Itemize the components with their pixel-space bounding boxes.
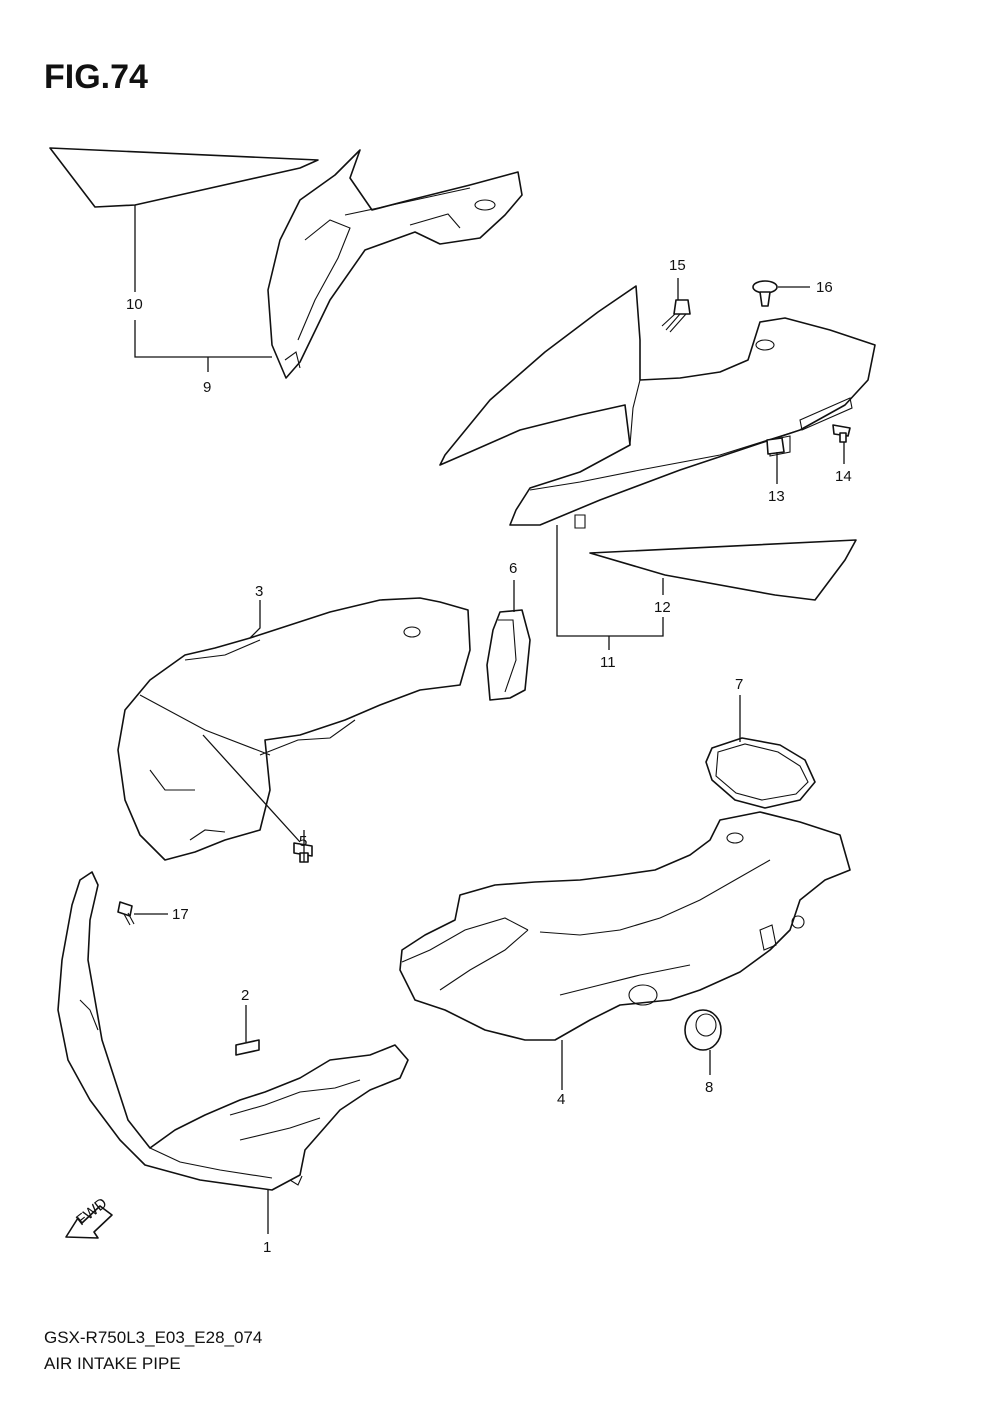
part-9-side-cowl[interactable] — [267, 149, 523, 379]
part-1-lower-cowl[interactable] — [57, 871, 409, 1191]
callout-1: 1 — [263, 1239, 271, 1256]
figure-code: GSX-R750L3_E03_E28_074 — [44, 1328, 263, 1347]
callout-4: 4 — [557, 1091, 565, 1108]
part-14-rivet[interactable] — [832, 424, 851, 443]
part-3-intake-duct[interactable] — [117, 597, 471, 861]
part-11-side-cowl[interactable] — [439, 285, 876, 529]
part-12-decal[interactable] — [589, 539, 857, 601]
callout-10: 10 — [126, 296, 143, 313]
part-2-label[interactable] — [235, 1039, 260, 1056]
callout-7: 7 — [735, 676, 743, 693]
part-8-grommet[interactable] — [684, 1009, 722, 1051]
part-6-seal[interactable] — [486, 609, 531, 701]
part-16-clip[interactable] — [752, 280, 778, 307]
callout-8: 8 — [705, 1079, 713, 1096]
part-10-decal[interactable] — [49, 147, 319, 208]
callout-16: 16 — [816, 279, 833, 296]
figure-title: FIG.74 — [44, 58, 148, 96]
leader-lines — [134, 205, 845, 1234]
callout-13: 13 — [768, 488, 785, 505]
part-17-screw[interactable] — [117, 901, 135, 926]
fwd-arrow-icon: FWD — [65, 1195, 113, 1239]
callout-17: 17 — [172, 906, 189, 923]
callout-2: 2 — [241, 987, 249, 1004]
callout-3: 3 — [255, 583, 263, 600]
part-7-gasket[interactable] — [705, 737, 816, 809]
part-15-screw[interactable] — [661, 299, 691, 333]
callout-labels: 10 9 15 16 13 14 12 11 3 6 7 5 17 2 4 8 … — [126, 257, 852, 1256]
callout-6: 6 — [509, 560, 517, 577]
callout-5: 5 — [299, 833, 307, 850]
part-4-intake-duct[interactable] — [399, 811, 851, 1041]
callout-9: 9 — [203, 379, 211, 396]
callout-11: 11 — [600, 654, 616, 671]
callout-14: 14 — [835, 468, 852, 485]
callout-12: 12 — [654, 599, 671, 616]
part-13-nut[interactable] — [766, 437, 785, 455]
figure-name: AIR INTAKE PIPE — [44, 1354, 181, 1373]
callout-15: 15 — [669, 257, 686, 274]
